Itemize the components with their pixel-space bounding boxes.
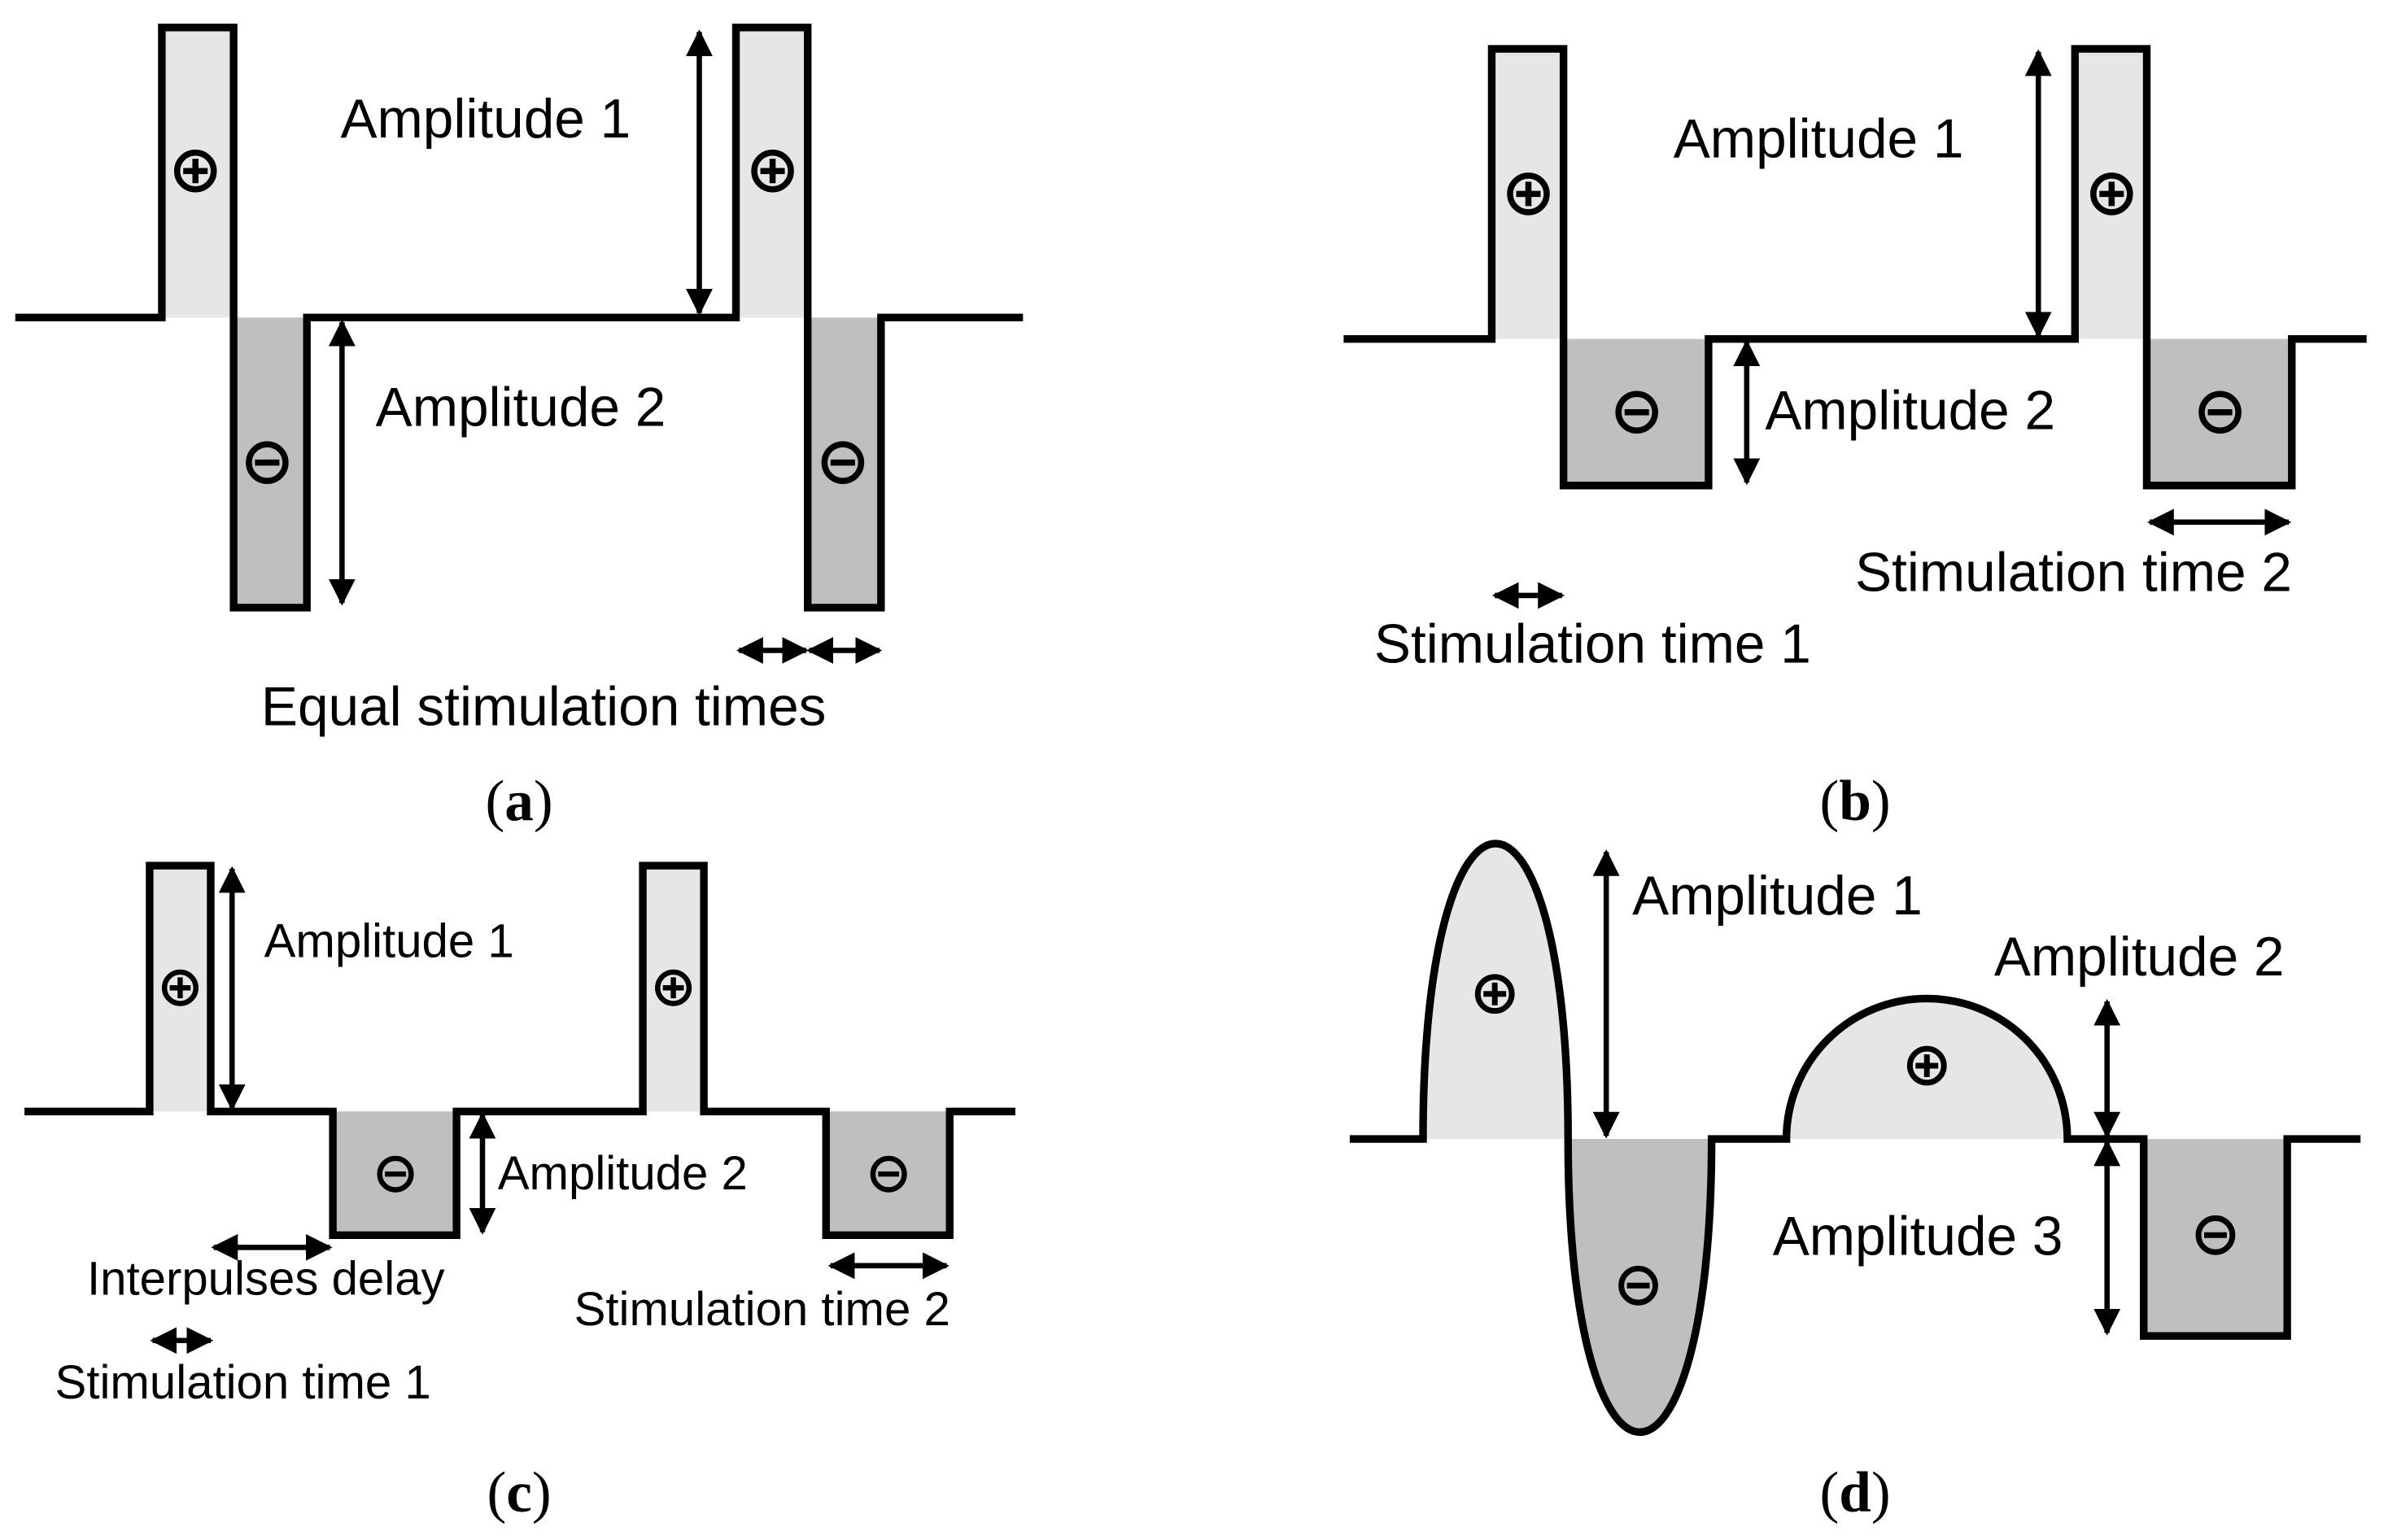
- panel-b-waveform: [1343, 45, 2367, 490]
- panel-b: Amplitude 1 Amplitude 2 Stimulation time…: [1343, 45, 2367, 833]
- panel-a-equal-times-label: Equal stimulation times: [261, 676, 827, 737]
- panel-c-waveform: [24, 862, 1015, 1239]
- panel-a-amplitude-1-label: Amplitude 1: [340, 89, 631, 150]
- panel-a-waveform: [15, 24, 1024, 612]
- panel-a-amplitude-2-label: Amplitude 2: [376, 377, 666, 438]
- panel-d-amplitude-2-label: Amplitude 2: [1994, 927, 2285, 988]
- panel-c-stim-time-1-label: Stimulation time 1: [55, 1356, 431, 1409]
- panel-a: Amplitude 1 Amplitude 2 Equal stimulatio…: [15, 24, 1024, 833]
- panel-c-stim-time-2-label: Stimulation time 2: [574, 1283, 950, 1336]
- panel-b-amplitude-2-label: Amplitude 2: [1765, 380, 2055, 441]
- panel-b-amplitude-1-label: Amplitude 1: [1674, 108, 1964, 169]
- panel-b-caption: (b): [1819, 769, 1890, 833]
- panel-d: Amplitude 1 Amplitude 2 Amplitude 3 (d): [1349, 840, 2361, 1525]
- panel-a-caption: (a): [485, 769, 552, 833]
- panel-c: Amplitude 1 Amplitude 2 Interpulses dela…: [24, 862, 1015, 1525]
- panel-d-amplitude-3-label: Amplitude 3: [1773, 1206, 2063, 1267]
- panel-c-amplitude-1-label: Amplitude 1: [264, 915, 514, 968]
- panel-c-interpulse-delay-label: Interpulses delay: [87, 1252, 445, 1305]
- panel-c-amplitude-2-label: Amplitude 2: [498, 1147, 748, 1200]
- panel-d-waveform: [1349, 840, 2361, 1437]
- panel-d-caption: (d): [1819, 1460, 1890, 1525]
- panel-b-stim-time-1-label: Stimulation time 1: [1374, 614, 1811, 675]
- panel-c-caption: (c): [487, 1460, 551, 1525]
- panel-b-stim-time-2-label: Stimulation time 2: [1855, 542, 2292, 603]
- panel-d-amplitude-1-label: Amplitude 1: [1632, 866, 1923, 927]
